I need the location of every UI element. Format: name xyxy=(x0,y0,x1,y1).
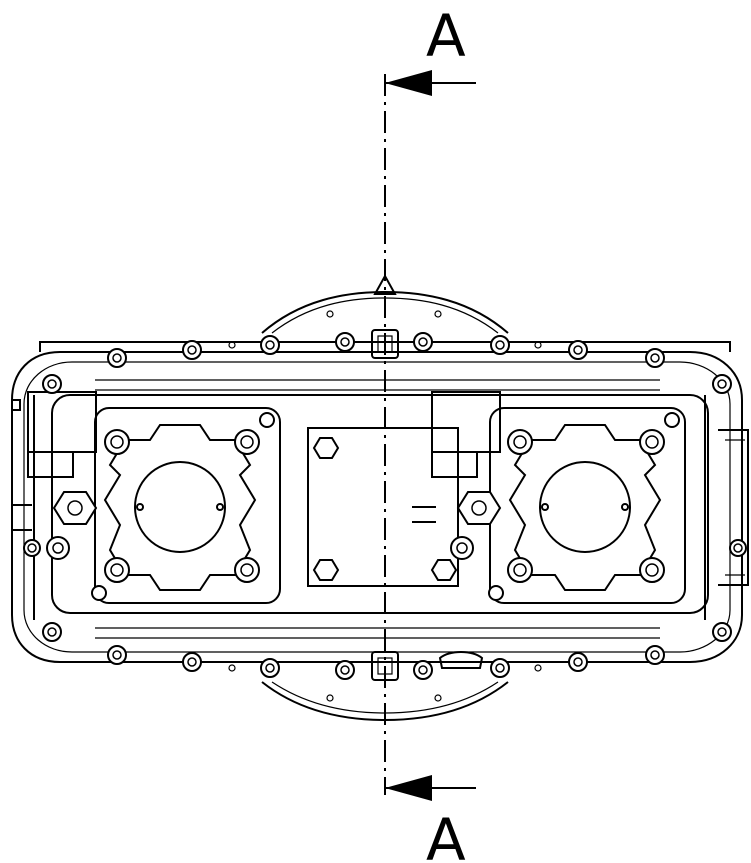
perimeter-bolts-bottom xyxy=(23,539,747,702)
section-label-top: A xyxy=(426,2,466,70)
inner-base-plate xyxy=(51,394,709,614)
section-label-bottom: A xyxy=(426,806,466,863)
top-arc-cover xyxy=(261,273,509,359)
section-arrow-top xyxy=(385,70,476,96)
perimeter-bolts-top xyxy=(42,310,732,394)
left-motor-module xyxy=(12,391,281,604)
right-motor-module xyxy=(412,391,686,604)
main-housing xyxy=(11,341,749,663)
section-arrow-bottom xyxy=(385,775,476,801)
